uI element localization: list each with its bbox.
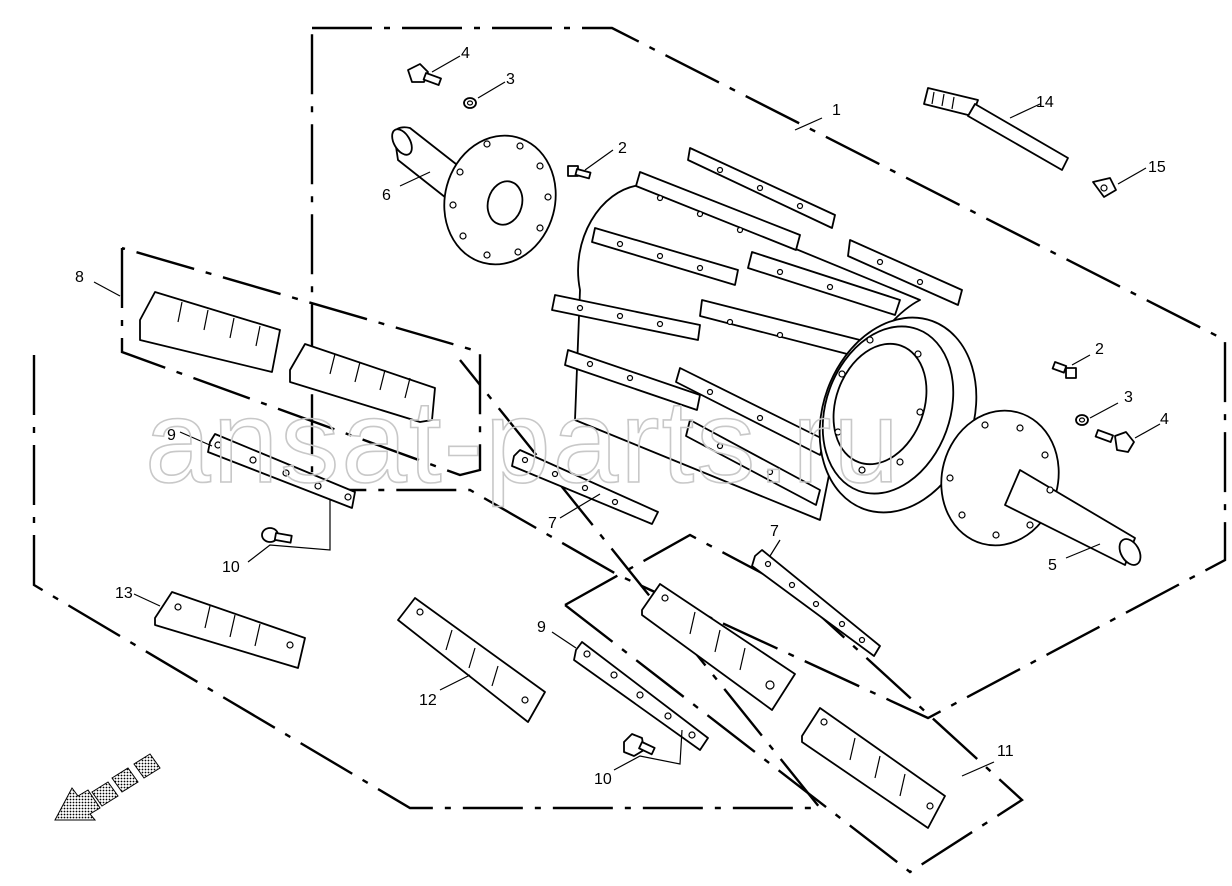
screw-10-upper	[261, 527, 293, 544]
counter-knife-7-right	[751, 549, 881, 657]
callout-2-right: 2	[1095, 341, 1104, 358]
callout-1: 1	[832, 102, 841, 119]
screw-10-lower	[623, 733, 656, 757]
callout-7-right: 7	[770, 523, 779, 540]
bolt-4-top	[407, 63, 442, 86]
callout-11: 11	[997, 743, 1014, 760]
end-plate-bolt-holes	[834, 336, 924, 474]
rotor-drum	[551, 147, 978, 521]
clip-15	[1092, 177, 1117, 198]
callout-10-upper: 10	[222, 559, 240, 576]
flange-bolt-holes	[449, 140, 552, 259]
knife-slots	[177, 301, 411, 399]
callout-7-center: 7	[548, 515, 557, 532]
bolt-2-right	[1051, 361, 1077, 379]
callout-8: 8	[75, 269, 84, 286]
right-flange-bolt-holes	[946, 421, 1054, 539]
callout-6: 6	[382, 187, 391, 204]
callout-5: 5	[1048, 557, 1057, 574]
callouts: 1 2 2 3 3 4 4 5 6 7 7 8 9 9 10 10 11 12 …	[75, 45, 1169, 788]
bolt-4-right	[1094, 429, 1135, 453]
callout-14: 14	[1036, 94, 1054, 111]
callout-13: 13	[115, 585, 133, 602]
group-boundary-knife-set-8	[120, 246, 482, 477]
knife-set-11	[641, 583, 946, 829]
leader-lines	[93, 55, 1161, 777]
callout-3-right: 3	[1124, 389, 1133, 406]
group-boundary-rotor	[310, 26, 1227, 720]
callout-10-lower: 10	[594, 771, 612, 788]
callout-12: 12	[419, 692, 437, 709]
watermark-text: ansat-parts.ru	[145, 376, 901, 508]
left-shaft-flange	[391, 126, 557, 266]
right-shaft-flange	[940, 409, 1142, 566]
knife-13	[154, 591, 306, 669]
clamp-bar-9-upper	[207, 433, 356, 509]
adjustment-tool	[923, 87, 1069, 171]
knife-12	[397, 597, 546, 723]
callout-15: 15	[1148, 159, 1166, 176]
knife-set-8	[139, 291, 436, 423]
front-direction-arrow-icon	[54, 753, 161, 821]
callout-9-lower: 9	[537, 619, 546, 636]
callout-2-top: 2	[618, 140, 627, 157]
group-boundary-knife-set-11	[564, 533, 1024, 874]
blade-bolt-holes	[576, 166, 924, 476]
group-boundary-lower-knives	[32, 355, 823, 810]
washer-3-top	[463, 97, 477, 109]
callout-4-right: 4	[1160, 411, 1169, 428]
bolt-2-top	[567, 165, 592, 180]
clamp-bar-9-lower	[573, 641, 709, 751]
counter-knife-7-center	[511, 449, 659, 525]
callout-9-upper: 9	[167, 427, 176, 444]
callout-3-top: 3	[506, 71, 515, 88]
callout-4-top: 4	[461, 45, 470, 62]
washer-3-right	[1075, 414, 1089, 426]
